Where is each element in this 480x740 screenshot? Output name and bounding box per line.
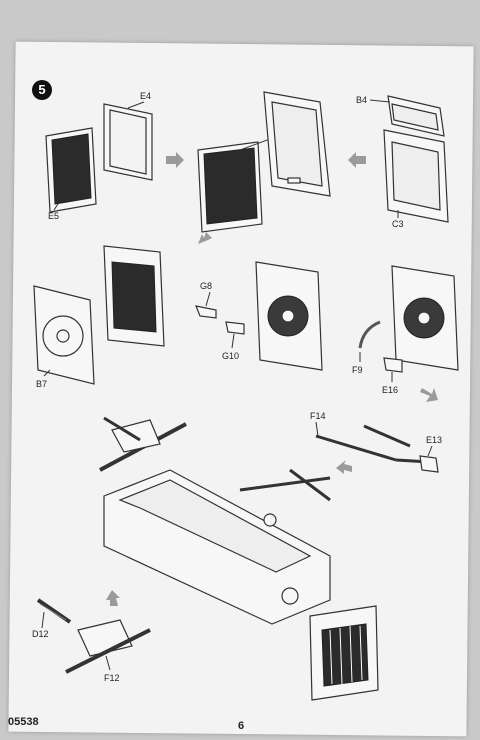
label-g8: G8 [200, 281, 213, 291]
label-f12: F12 [104, 673, 120, 683]
bracket-d12 [36, 598, 72, 624]
arrow-down-2 [420, 388, 438, 402]
bracket-e13 [419, 455, 439, 473]
label-e5: E5 [48, 211, 60, 221]
radiator-core-e5 [45, 127, 97, 213]
bracket-g8 [195, 305, 217, 319]
leader-e5 [53, 203, 59, 211]
shroud-top-b4 [387, 95, 445, 137]
radiator-core-assembly [197, 141, 263, 233]
arrow-up-1 [106, 590, 120, 606]
label-f14: F14 [310, 411, 326, 421]
leader-f12 [105, 655, 111, 671]
leader-b7 [43, 369, 51, 377]
shroud-body-c3 [383, 129, 449, 223]
arrow-left-2 [336, 460, 352, 474]
label-e4: E4 [140, 91, 152, 101]
chassis-frame [103, 468, 331, 625]
tie-rod-f14 [315, 424, 431, 464]
radiator-with-fan-right [391, 265, 459, 371]
leader-b4 [369, 99, 391, 103]
leader-d12 [41, 611, 45, 629]
radiator-shroud [263, 91, 331, 197]
hose-f9 [358, 320, 381, 349]
step-number-badge: 5 [32, 80, 52, 100]
leader-e13 [427, 445, 433, 457]
leader-g8 [205, 291, 211, 307]
bracket-g10 [225, 321, 245, 335]
label-g10: G10 [222, 351, 240, 361]
fan-shroud-b7 [33, 285, 95, 385]
arrow-down-1 [198, 232, 212, 244]
label-e16: E16 [382, 385, 399, 395]
leader-e4 [127, 101, 145, 109]
leader-f14 [315, 421, 319, 437]
part-e16 [383, 357, 403, 373]
product-code: 05538 [8, 716, 39, 728]
label-c3: C3 [392, 219, 404, 229]
label-f9: F9 [352, 365, 363, 375]
label-e13: E13 [426, 435, 443, 445]
front-grille [309, 605, 379, 701]
arrow-right-1 [166, 152, 184, 168]
label-d12: D12 [32, 629, 49, 639]
leader-g10 [231, 333, 235, 349]
axle-f12 [65, 619, 151, 674]
radiator-assembled-left [103, 245, 165, 347]
arrow-left-1 [348, 152, 366, 168]
label-b4: B4 [356, 95, 368, 105]
label-b7: B7 [36, 379, 48, 389]
front-axle-assembly [99, 416, 187, 472]
radiator-frame-e4 [103, 103, 153, 181]
page-number: 6 [238, 720, 245, 732]
radiator-with-fan-center [255, 261, 323, 371]
